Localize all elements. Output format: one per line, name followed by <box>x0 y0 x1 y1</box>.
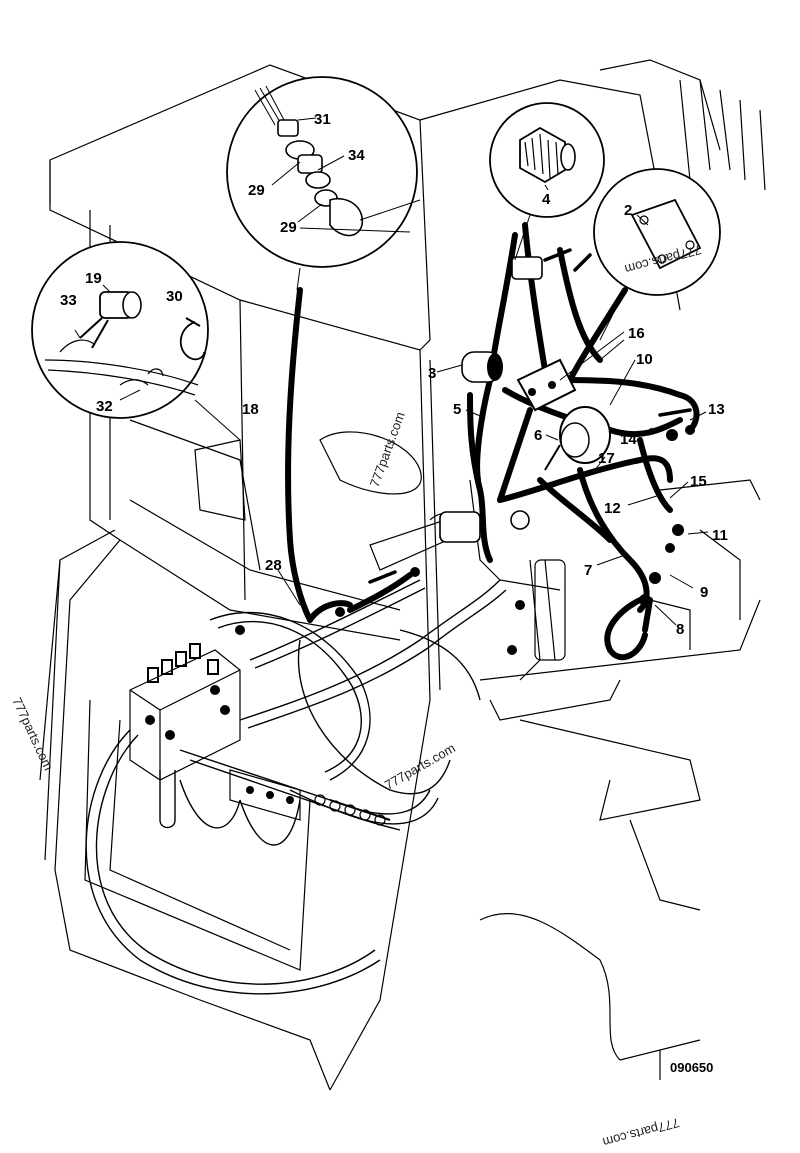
callout-29-upper: 29 <box>248 182 265 199</box>
callout-32: 32 <box>96 398 113 415</box>
callout-6: 6 <box>534 427 542 444</box>
leader-lines <box>277 331 709 626</box>
watermark-center: 777parts.com <box>367 410 408 489</box>
detail-circle-fittings <box>226 76 421 291</box>
callout-33: 33 <box>60 292 77 309</box>
callout-16: 16 <box>628 325 645 342</box>
callout-31: 31 <box>314 111 331 128</box>
figure-code: 090650 <box>670 1060 713 1075</box>
detail-circle-switch <box>31 241 241 441</box>
callout-4: 4 <box>542 191 551 208</box>
callout-15: 15 <box>690 473 707 490</box>
callout-8: 8 <box>676 621 684 638</box>
callout-7: 7 <box>584 562 592 579</box>
callout-14: 14 <box>620 431 637 448</box>
electrical-components <box>235 248 695 655</box>
callout-2: 2 <box>624 202 632 219</box>
callout-3: 3 <box>428 365 436 382</box>
callout-17: 17 <box>598 450 615 467</box>
watermark-tubes: 777parts.com <box>382 740 458 792</box>
callout-30: 30 <box>166 288 183 305</box>
callout-34: 34 <box>348 147 365 164</box>
callout-29-lower: 29 <box>280 219 297 236</box>
callout-18: 18 <box>242 401 259 418</box>
callout-11: 11 <box>712 527 728 544</box>
callout-9: 9 <box>700 584 708 601</box>
hydraulic-tubes <box>85 579 507 995</box>
callout-28: 28 <box>265 557 282 574</box>
control-valve-block <box>129 643 391 826</box>
watermark-left: 777parts.com <box>9 695 56 773</box>
callout-labels: 2 3 4 5 6 7 8 9 10 11 12 13 14 15 16 17 … <box>60 111 728 638</box>
cab-structure <box>39 59 766 1091</box>
detail-circle-adaptor <box>489 102 605 261</box>
callout-12: 12 <box>604 500 621 517</box>
callout-19: 19 <box>85 270 102 287</box>
detail-circle-plate <box>593 168 721 341</box>
watermark-bottom: 777parts.com <box>601 1115 681 1150</box>
callout-13: 13 <box>708 401 725 418</box>
callout-10: 10 <box>636 351 653 368</box>
callout-5: 5 <box>453 401 461 418</box>
